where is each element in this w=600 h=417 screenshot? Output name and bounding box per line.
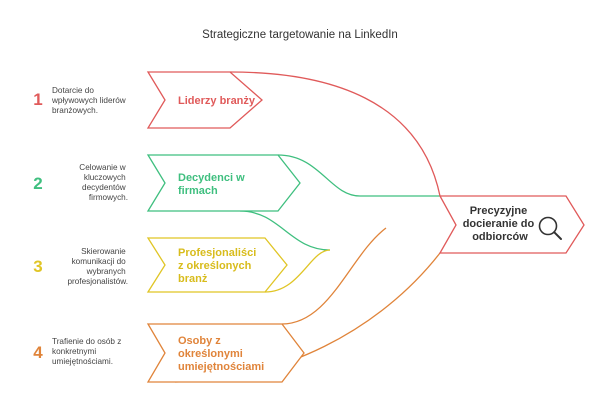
item-2-description: Celowanie w kluczowych decydentów firmow… — [79, 163, 128, 202]
flow-line-2-upper — [277, 154, 440, 197]
item-1-number: 1 — [33, 90, 42, 109]
item-4-label-line: Osoby z — [178, 335, 221, 347]
item-4-description-line: umiejętnościami. — [52, 357, 113, 366]
item-3-description-line: profesjonalistów. — [67, 277, 128, 286]
result-arrow — [438, 195, 585, 254]
magnifier-icon — [538, 216, 562, 240]
result-label-line: odbiorców — [472, 231, 528, 243]
item-3-number: 3 — [33, 257, 42, 276]
arrow-2 — [146, 154, 301, 212]
arrow-4 — [146, 323, 305, 383]
flow-line-4-upper — [281, 227, 387, 325]
item-4-number: 4 — [33, 343, 43, 362]
arrow-1 — [146, 71, 263, 129]
item-1-description-line: branżowych. — [52, 106, 98, 115]
result-label: Precyzyjne docieranie do odbiorców — [463, 205, 538, 243]
item-3-label-line: branż — [178, 273, 208, 285]
diagram-title: Strategiczne targetowanie na LinkedIn — [202, 29, 398, 41]
item-1-label: Liderzy branży — [178, 95, 256, 107]
item-3-description: Skierowanie komunikacji do wybranych pro… — [67, 247, 128, 286]
item-4-label-line: określonymi — [178, 348, 243, 360]
result-label-line: docieranie do — [463, 218, 535, 230]
item-3-description-line: Skierowanie — [81, 247, 126, 256]
item-3-label-line: z określonych — [178, 260, 252, 272]
item-4-description-line: Trafienie do osób z — [52, 337, 121, 346]
item-2-label-line: firmach — [178, 185, 218, 197]
item-2-description-line: Celowanie w — [79, 163, 126, 172]
item-4-description: Trafienie do osób z konkretnymi umiejętn… — [52, 337, 124, 366]
item-2-description-line: kluczowych — [84, 173, 126, 182]
item-2-description-line: firmowych. — [89, 193, 128, 202]
flow-line-3 — [264, 249, 331, 293]
item-1-description-line: Dotarcie do — [52, 86, 94, 95]
item-2-label: Decydenci w firmach — [178, 172, 248, 197]
item-4-description-line: konkretnymi — [52, 347, 96, 356]
item-2-number: 2 — [33, 174, 42, 193]
item-3-description-line: komunikacji do — [72, 257, 127, 266]
result-label-line: Precyzyjne — [470, 205, 527, 217]
item-2-description-line: decydentów — [82, 183, 126, 192]
item-1-description: Dotarcie do wpływowych liderów branżowyc… — [51, 86, 128, 115]
arrow-shapes — [146, 71, 585, 383]
item-1-label-line: Liderzy branży — [178, 95, 256, 107]
flow-line-1 — [229, 71, 441, 197]
flow-line-2-lower — [239, 210, 331, 251]
item-3-label: Profesjonaliści z określonych branż — [178, 247, 259, 285]
item-1-description-line: wpływowych liderów — [51, 96, 126, 105]
item-4-label: Osoby z określonymi umiejętnościami — [178, 335, 264, 373]
item-3-label-line: Profesjonaliści — [178, 247, 256, 259]
item-2-label-line: Decydenci w — [178, 172, 245, 184]
item-3-description-line: wybranych — [86, 267, 127, 276]
item-4-label-line: umiejętnościami — [178, 361, 264, 373]
arrow-3 — [146, 237, 288, 293]
